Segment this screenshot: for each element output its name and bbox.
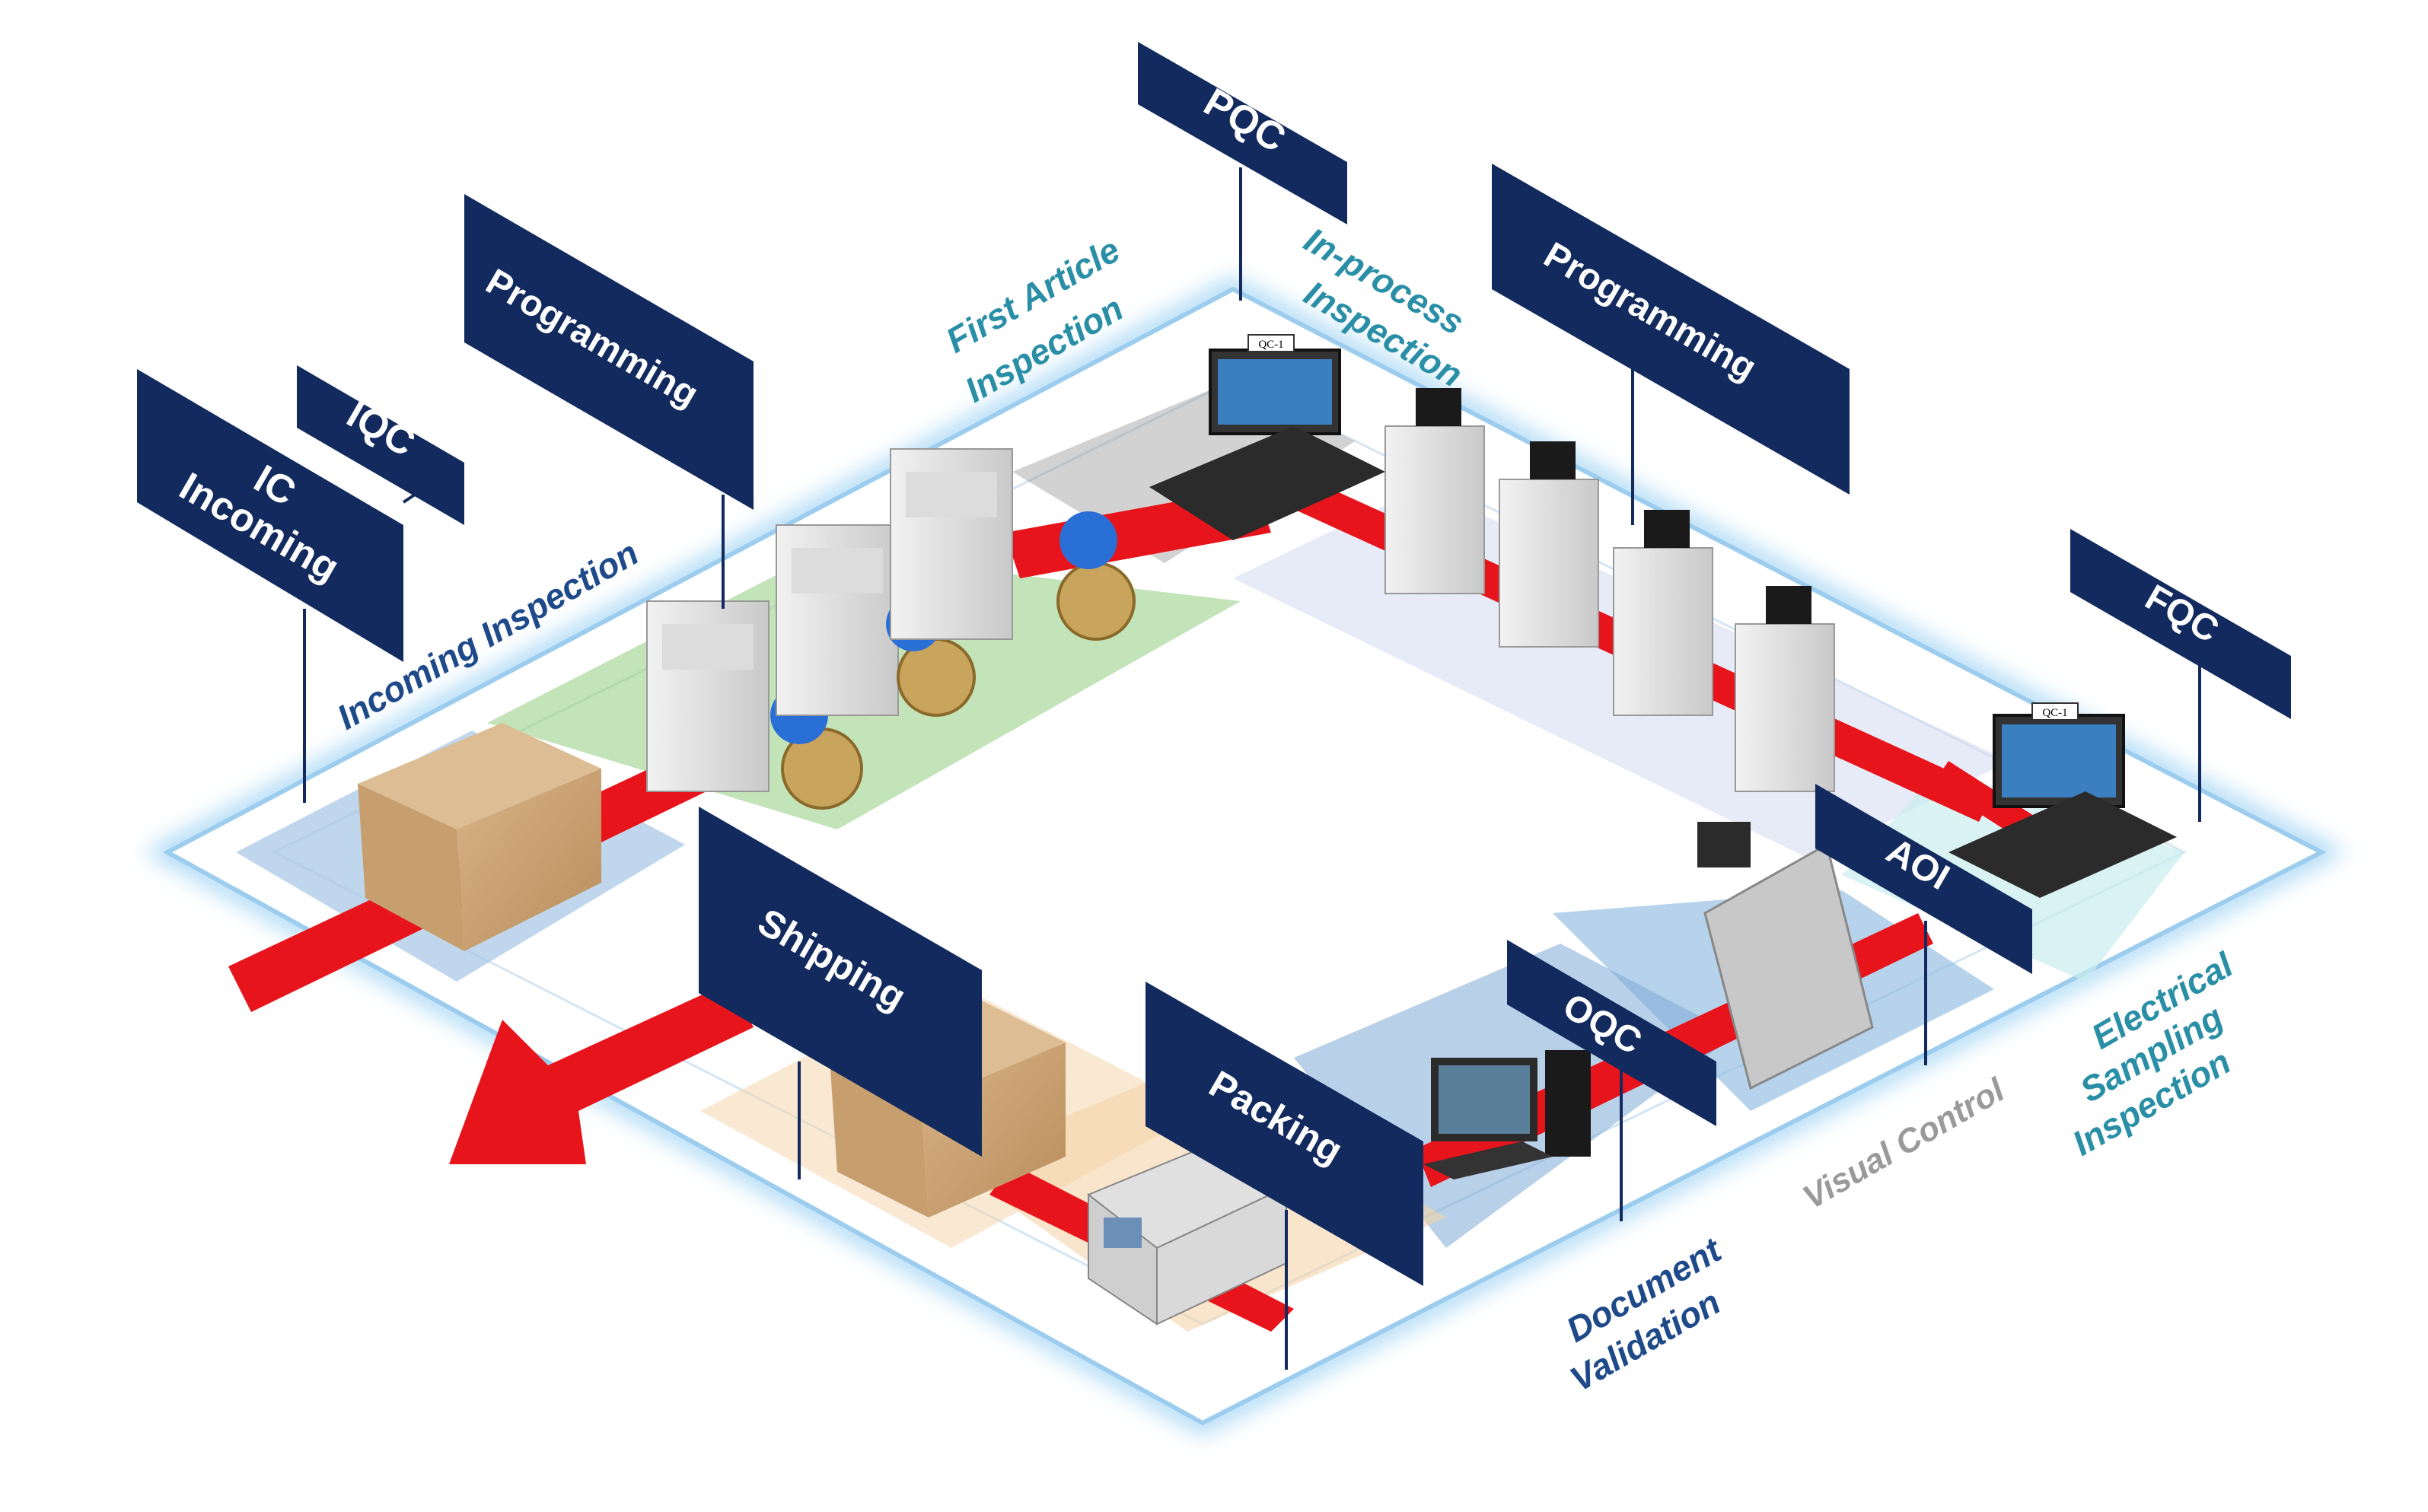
programming-machines-right (1384, 388, 1835, 792)
cardboard-box-incoming (358, 723, 601, 951)
sign-shipping: Shipping (699, 807, 982, 1157)
aoi-machine (1697, 822, 1874, 1090)
sign-posts (303, 167, 2201, 1370)
sign-pqc: PQC (1138, 42, 1347, 224)
programming-machines-left (646, 448, 1136, 810)
sign-ic-incoming: IC Incoming (137, 369, 403, 662)
sign-oqc: OQC (1507, 940, 1716, 1126)
sign-fqc: FQC (2070, 529, 2291, 719)
qc-label-right: QC-1 (2042, 707, 2067, 719)
qc-label-left: QC-1 (1258, 339, 1283, 351)
qc-station-fqc: QC-1 (1948, 702, 2177, 898)
sign-programming-left: Programming (464, 194, 754, 510)
oqc-computer (1423, 1050, 1591, 1179)
flow-shipping-arrow (449, 982, 754, 1164)
qc-station-pqc: QC-1 (1149, 334, 1385, 540)
